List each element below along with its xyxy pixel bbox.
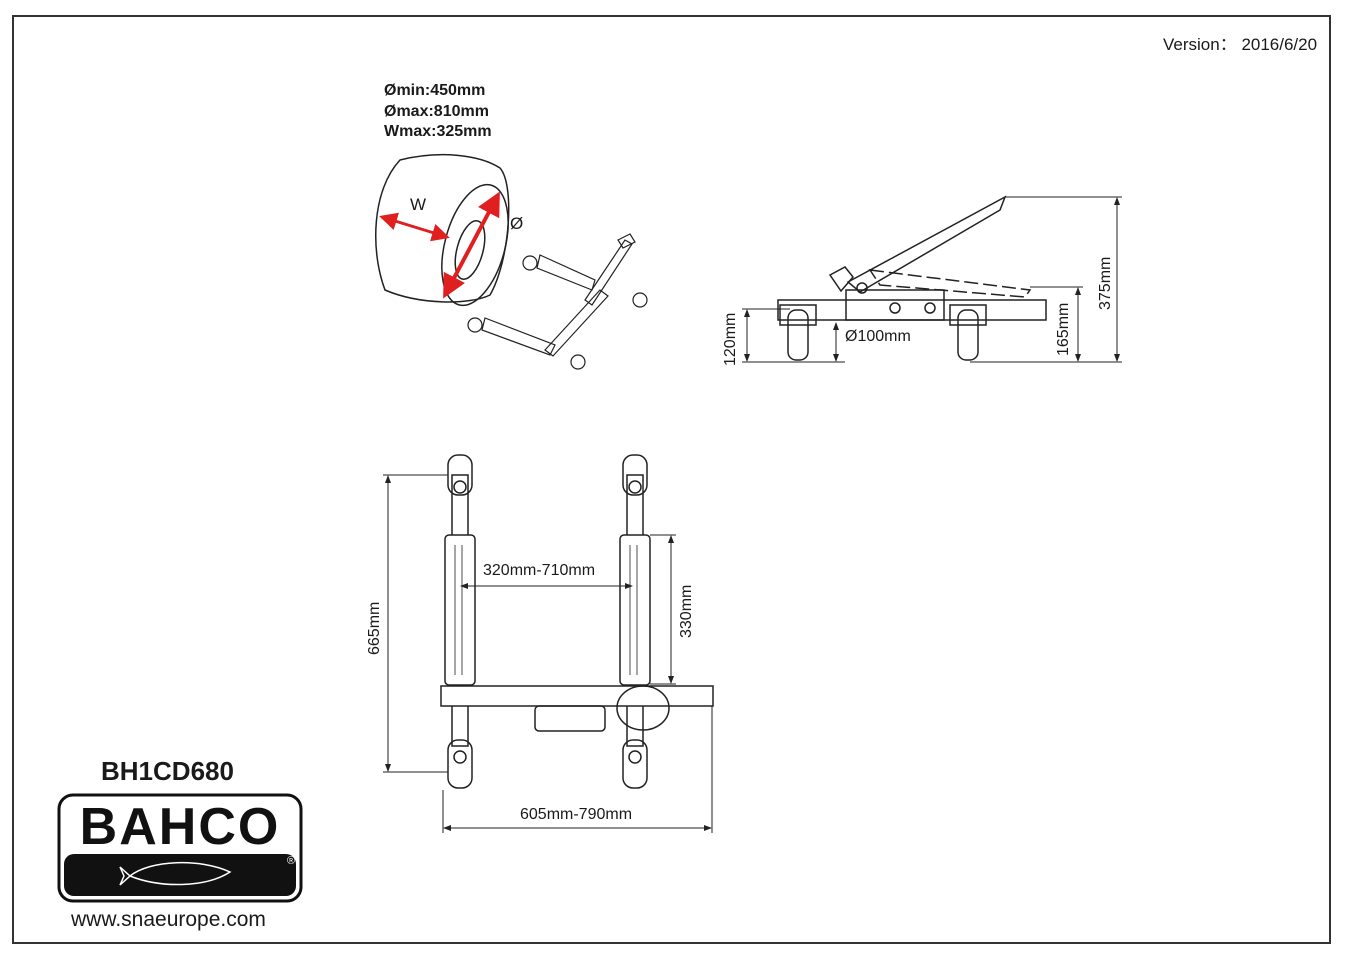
dim-width: 605mm-790mm [520, 806, 633, 823]
dolly-top-view [440, 454, 714, 789]
dim-height-pedal: 165mm [1055, 302, 1072, 356]
dim-height-total: 375mm [1097, 256, 1114, 310]
dim-height-frame: 120mm [722, 312, 739, 366]
spec-d-max: Ømax:810mm [384, 102, 489, 120]
top-dimension-lines [383, 474, 713, 833]
width-label: W [410, 195, 427, 214]
dolly-iso-illustration [467, 233, 648, 370]
model-number: BH1CD680 [101, 756, 234, 786]
bahco-logo: BAHCO ® [57, 793, 303, 903]
dim-arm-spacing: 320mm-710mm [483, 562, 596, 579]
version: Version： 2016/6/20 [1163, 35, 1318, 54]
drawing-frame [12, 15, 1331, 944]
wheel-specs: Ømin:450mm Ømax:810mm Wmax:325mm [384, 81, 492, 143]
dim-wheel-diameter: Ø100mm [845, 328, 911, 345]
tire-illustration [375, 153, 510, 307]
dim-arm-length: 330mm [678, 584, 695, 638]
svg-text:®: ® [287, 855, 295, 867]
dim-length: 665mm [366, 601, 383, 655]
spec-w-max: Wmax:325mm [384, 123, 492, 140]
logo-wordmark: BAHCO [80, 798, 281, 856]
website-url: www.snaeurope.com [71, 908, 266, 931]
diameter-label: Ø [510, 214, 524, 233]
spec-d-min: Ømin:450mm [384, 82, 486, 99]
side-dimension-lines [742, 196, 1122, 363]
dolly-side-view [777, 195, 1047, 361]
